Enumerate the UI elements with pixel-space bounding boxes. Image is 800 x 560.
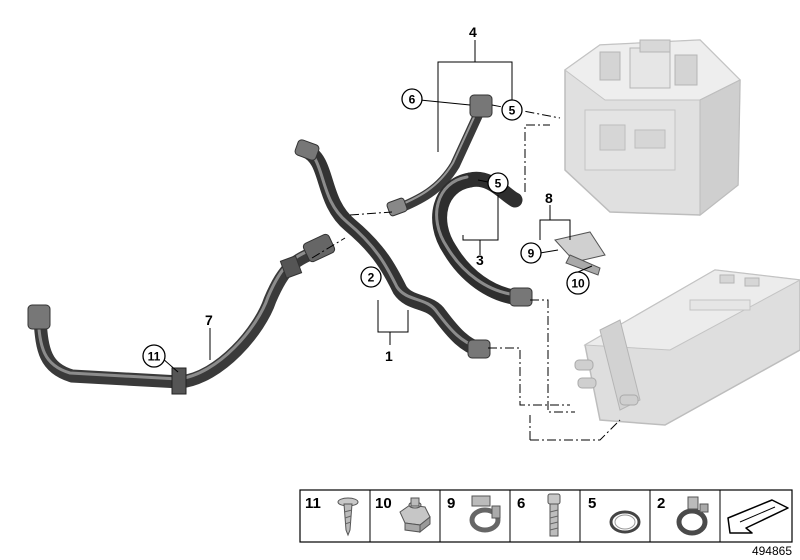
callout-3: 3 (476, 252, 484, 268)
callout-5b: 5 (495, 177, 502, 191)
legend-cell-arrow (727, 499, 789, 534)
leader-lines (161, 40, 593, 373)
legend-cell-5: 5 (588, 495, 641, 534)
bracket-8 (554, 231, 606, 276)
legend-number: 5 (588, 495, 596, 512)
callout-11: 11 (148, 350, 161, 364)
callout-4: 4 (469, 24, 477, 40)
callout-circle-9 (520, 242, 542, 264)
legend-number: 10 (375, 495, 392, 512)
electronics-unit (564, 39, 741, 217)
legend-number: 6 (517, 495, 525, 512)
legend-cell-6: 6 (517, 493, 561, 537)
hose-7 (27, 233, 336, 395)
callout-9: 9 (528, 247, 535, 261)
legend-cell-11: 11 (305, 495, 359, 537)
legend-cell-2: 2 (657, 495, 709, 536)
callout-2: 2 (368, 271, 375, 285)
hose-1 (294, 139, 491, 359)
callout-circle-5a (501, 99, 523, 121)
callout-10: 10 (571, 277, 585, 291)
callout-7: 7 (205, 312, 213, 328)
document-number: 494865 (752, 544, 792, 558)
callout-circle-6 (401, 88, 423, 110)
legend-number: 9 (447, 495, 455, 512)
legend-cell-9: 9 (447, 495, 501, 533)
callout-circle-10 (566, 271, 590, 295)
o-ring-icon (609, 510, 641, 534)
hose-4 (386, 94, 493, 217)
legend-number: 2 (657, 495, 665, 512)
callout-5a: 5 (509, 104, 516, 118)
arrow-icon (727, 499, 789, 534)
callout-circle-11 (142, 344, 166, 368)
clamp-icon (469, 495, 501, 533)
bolt-icon (547, 493, 561, 537)
callout-circle-2 (360, 266, 382, 288)
heater-unit (574, 269, 800, 426)
legend-cell-10: 10 (375, 495, 431, 534)
screw-icon (337, 497, 359, 537)
hose-clamp-icon (676, 496, 709, 536)
hose-3 (432, 171, 533, 307)
callout-6: 6 (409, 93, 416, 107)
legend-number: 11 (305, 495, 321, 512)
callout-8: 8 (545, 190, 553, 206)
callout-1: 1 (385, 348, 393, 364)
callout-labels: 4 6 5 5 3 8 9 10 2 1 7 11 (142, 24, 590, 368)
connection-lines (311, 104, 621, 441)
nut-icon (399, 497, 431, 534)
callout-circle-5b (487, 172, 509, 194)
parts-legend: 11 10 9 (299, 489, 793, 543)
